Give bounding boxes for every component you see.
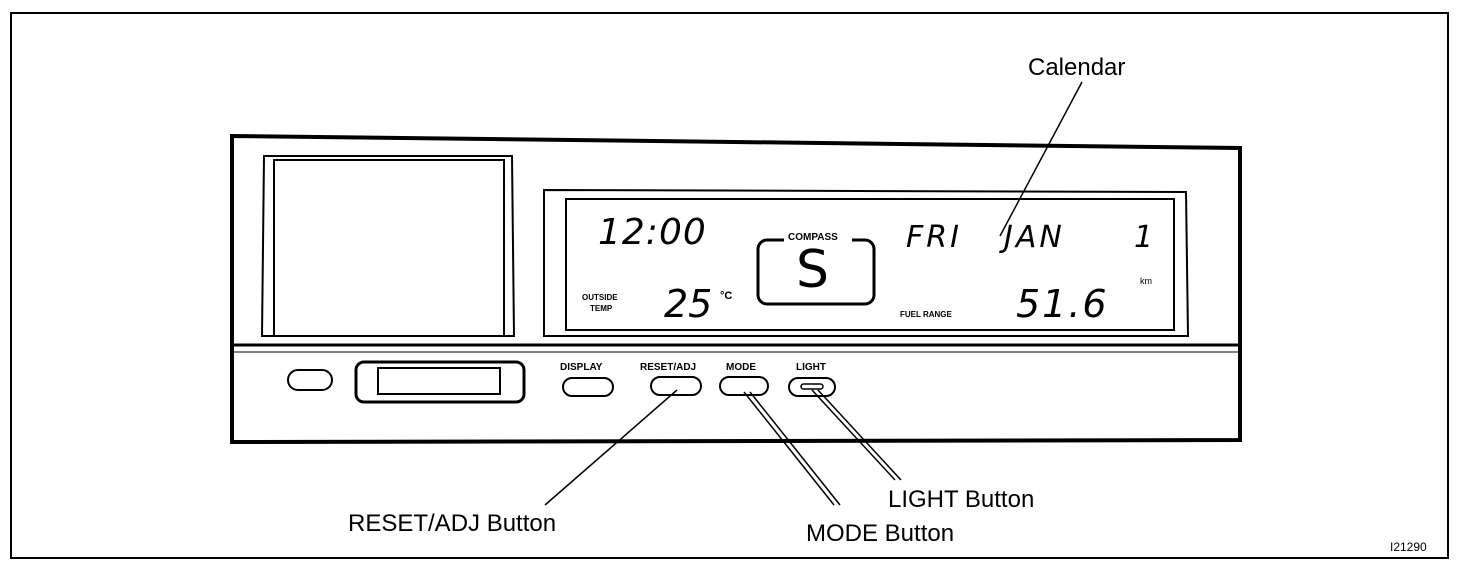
mode-leader-1 [743,391,835,506]
figure-id: I21290 [1390,540,1427,554]
reset-adj-leader [544,389,678,506]
reset-adj-callout: RESET/ADJ Button [348,510,557,537]
light-leader-1 [811,389,896,481]
left-window [273,159,505,337]
compass-value: S [796,240,830,300]
calendar-day: FRI [906,220,962,255]
outside-temp-unit: °C [720,290,733,302]
lcd-time: 12:00 [598,212,707,253]
outside-temp-value: 25 [664,282,713,326]
reset-adj-button [650,376,702,396]
unit-housing [230,133,1242,445]
mode-leader-2 [749,391,841,506]
light-callout: LIGHT Button [888,486,1035,513]
lcd-outer-frame [543,188,1190,337]
calendar-leader [999,81,1083,237]
fuel-range-value: 51.6 [1016,282,1109,326]
mini-display-frame [354,360,526,404]
left-window-frame [260,155,516,337]
calendar-date: 1 [1134,220,1154,255]
light-button [788,377,836,397]
compass-label: COMPASS [788,232,838,243]
reset-adj-button-label: RESET/ADJ [640,362,697,373]
mini-display-window [377,367,501,395]
distance-unit: km [1140,276,1152,286]
display-button-label: DISPLAY [560,362,603,373]
light-button-label: LIGHT [796,362,826,373]
calendar-month: JAN [1004,220,1065,255]
lcd-screen [565,198,1175,331]
mode-button-label: MODE [726,362,756,373]
display-button [562,377,614,397]
figure-frame [10,12,1449,559]
fuel-range-label: FUEL RANGE [900,310,952,319]
light-leader-2 [817,389,902,481]
calendar-callout: Calendar [1028,54,1126,81]
outside-temp-label-line1: OUTSIDE [582,293,618,302]
mode-callout: MODE Button [806,520,955,547]
light-indicator [800,383,824,390]
mode-button [719,376,769,396]
outside-temp-label-line2: TEMP [590,304,613,313]
small-left-button [287,369,333,391]
